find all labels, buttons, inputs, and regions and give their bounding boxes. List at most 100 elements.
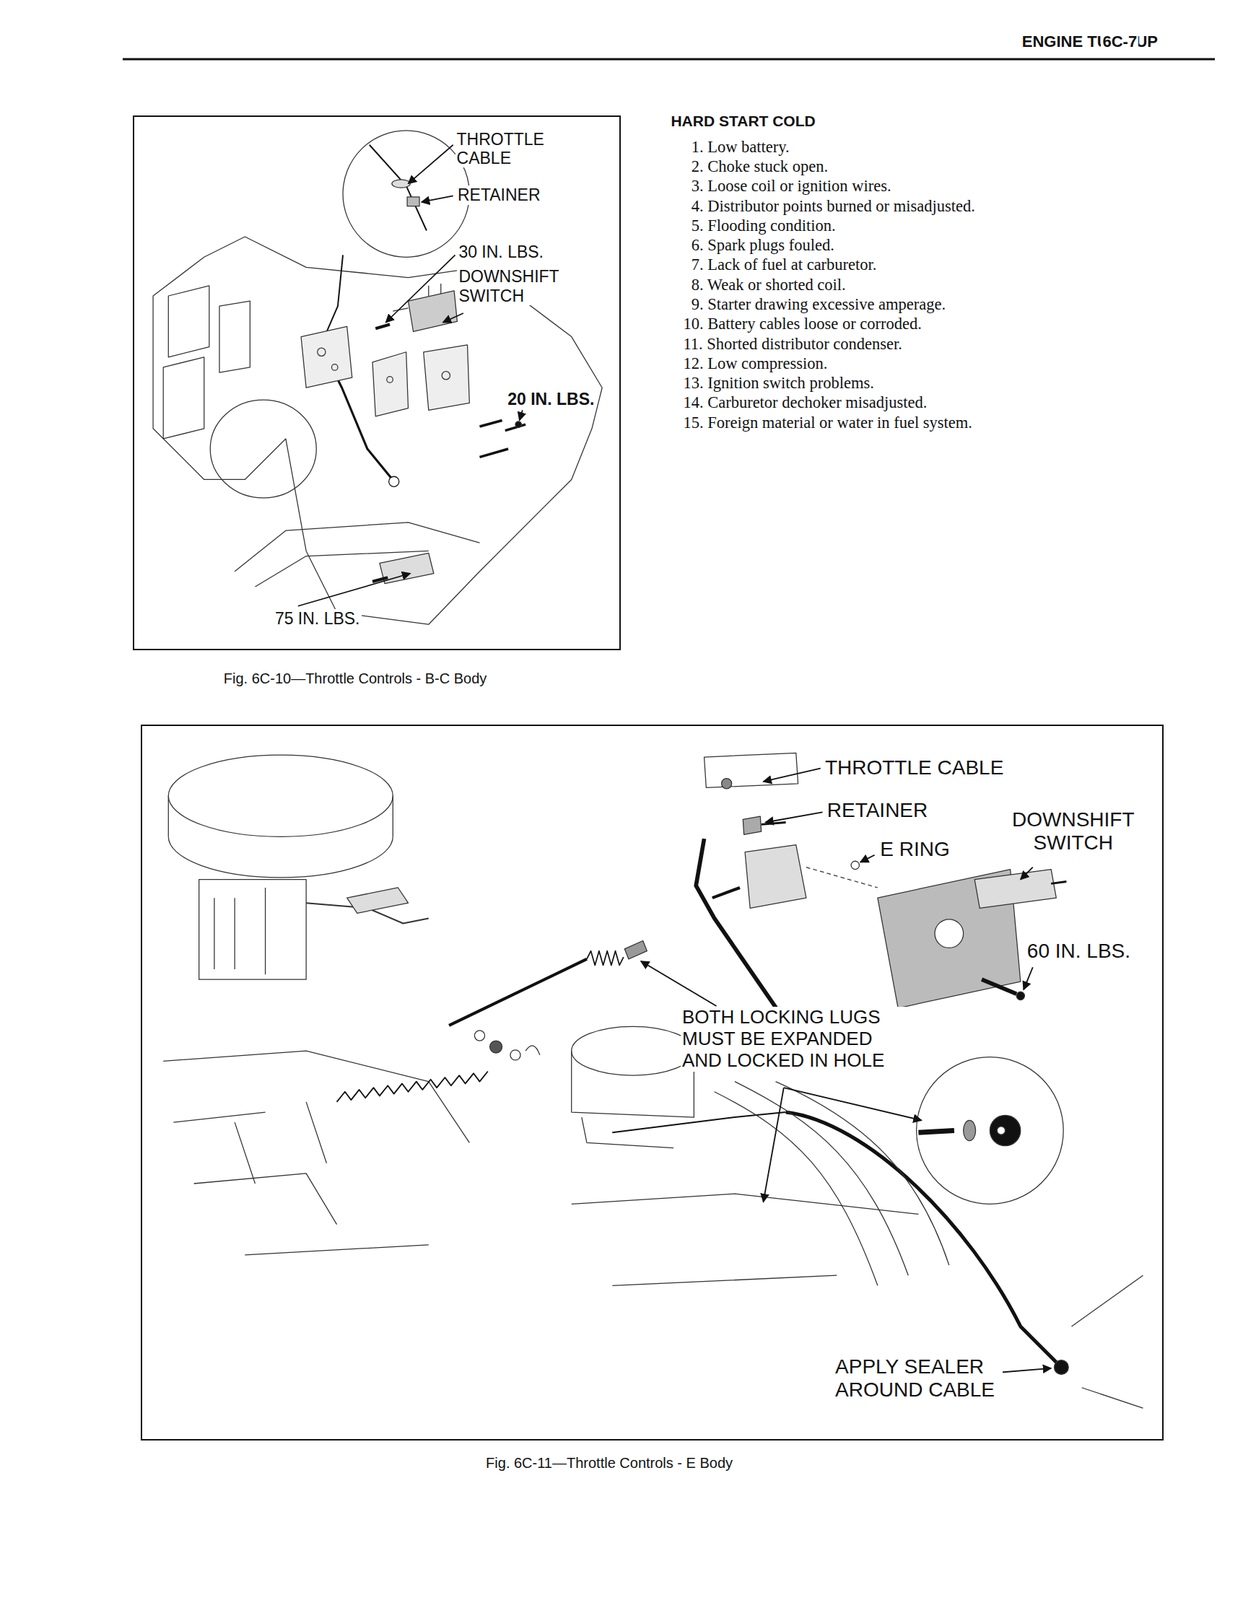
drawing-path bbox=[586, 951, 624, 966]
part-label: DOWNSHIFT SWITCH bbox=[1003, 808, 1144, 855]
drawing-line bbox=[1023, 967, 1033, 990]
drawing-path bbox=[786, 1112, 1060, 1366]
list-item: 11. Shorted distributor condenser. bbox=[681, 334, 904, 354]
drawing-circle bbox=[474, 1030, 485, 1041]
drawing-path bbox=[1050, 882, 1067, 885]
part-label: E RING bbox=[878, 838, 951, 862]
list-heading: HARD START COLD bbox=[669, 112, 817, 130]
drawing-line bbox=[298, 573, 411, 607]
drawing-path bbox=[704, 752, 799, 788]
drawing-path bbox=[337, 1071, 488, 1102]
drawing-path bbox=[168, 836, 393, 878]
drawing-path bbox=[301, 326, 353, 388]
drawing-circle bbox=[490, 1040, 503, 1054]
drawing-circle bbox=[317, 347, 326, 356]
drawing-line bbox=[860, 855, 875, 863]
drawing-circle bbox=[1016, 991, 1025, 1000]
part-label: DOWNSHIFT SWITCH bbox=[456, 267, 569, 306]
drawing-path bbox=[761, 822, 787, 826]
drawing-path bbox=[234, 522, 480, 572]
drawing-line bbox=[783, 1087, 922, 1121]
figure-caption: Fig. 6C-11—Throttle Controls - E Body bbox=[485, 1455, 733, 1472]
list-item: 13. Ignition switch problems. bbox=[681, 373, 875, 393]
figure-caption: Fig. 6C-10—Throttle Controls - B-C Body bbox=[223, 670, 488, 688]
drawing-line bbox=[640, 961, 717, 1007]
drawing-path bbox=[163, 1050, 470, 1256]
drawing-ellipse bbox=[963, 1120, 976, 1141]
part-label: RETAINER bbox=[456, 185, 543, 205]
note: BOTH LOCKING LUGS MUST BE EXPANDED AND L… bbox=[680, 1006, 908, 1072]
list-item: 3. Loose coil or ignition wires. bbox=[690, 176, 893, 196]
drawing-circle bbox=[989, 1115, 1020, 1146]
drawing-path bbox=[199, 879, 307, 981]
list-item: 2. Choke stuck open. bbox=[690, 157, 830, 177]
list-item: 6. Spark plugs fouled. bbox=[690, 236, 836, 255]
list-item: 9. Starter drawing excessive amperage. bbox=[690, 295, 948, 314]
drawing-path bbox=[392, 283, 441, 312]
list-item: 10. Battery cables loose or corroded. bbox=[681, 314, 924, 334]
drawing-g bbox=[640, 768, 1051, 1374]
drawing-rect bbox=[407, 197, 420, 207]
part-label: THROTTLE CABLE bbox=[823, 756, 1005, 780]
drawing-path bbox=[806, 867, 878, 888]
drawing-circle bbox=[515, 421, 522, 428]
drawing-path bbox=[448, 959, 587, 1026]
drawing-path bbox=[372, 352, 408, 417]
list-item: 4. Distributor points burned or misadjus… bbox=[690, 197, 977, 216]
drawing-line bbox=[385, 254, 455, 322]
drawing-line bbox=[421, 195, 454, 202]
note: APPLY SEALER AROUND CABLE bbox=[833, 1355, 1003, 1402]
drawing-path bbox=[479, 420, 526, 457]
drawing-circle bbox=[342, 130, 470, 257]
drawing-path bbox=[347, 887, 409, 914]
drawing-path bbox=[423, 345, 470, 411]
header-rule bbox=[122, 58, 1215, 61]
list-item: 14. Carburetor dechoker misadjusted. bbox=[681, 393, 929, 413]
drawing-path bbox=[744, 845, 807, 909]
part-label: THROTTLE CABLE bbox=[455, 129, 567, 169]
drawing-line bbox=[1020, 867, 1033, 880]
drawing-path bbox=[624, 941, 647, 960]
drawing-path bbox=[571, 1050, 695, 1148]
torque-spec: 30 IN. LBS. bbox=[456, 242, 545, 262]
drawing-line bbox=[519, 410, 523, 421]
drawing-path bbox=[742, 816, 761, 835]
torque-spec: 20 IN. LBS. bbox=[506, 389, 596, 409]
drawing-path bbox=[612, 1112, 786, 1133]
drawing-line bbox=[763, 1087, 784, 1202]
drawing-path bbox=[974, 869, 1057, 909]
list-item: 7. Lack of fuel at carburetor. bbox=[690, 255, 879, 275]
drawing-circle bbox=[331, 364, 338, 371]
throttle-drawing bbox=[153, 130, 1143, 1409]
drawing-ellipse bbox=[571, 1026, 695, 1076]
drawing-g bbox=[298, 145, 523, 607]
drawing-path bbox=[714, 1082, 950, 1287]
drawing-path bbox=[324, 254, 343, 337]
drawing-path bbox=[369, 145, 427, 231]
drawing-path bbox=[234, 1102, 327, 1184]
page-heading: ENGINE TUNE-UP bbox=[1020, 32, 1160, 51]
list-item: 5. Flooding condition. bbox=[690, 216, 838, 236]
drawing-line bbox=[763, 768, 821, 782]
drawing-circle bbox=[916, 1057, 1064, 1205]
drawing-path bbox=[525, 1045, 540, 1056]
part-label: RETAINER bbox=[825, 799, 930, 823]
drawing-path bbox=[153, 236, 603, 625]
drawing-circle bbox=[851, 861, 859, 870]
drawing-ellipse bbox=[210, 399, 317, 499]
list-item: 12. Low compression. bbox=[681, 354, 829, 374]
drawing-circle bbox=[721, 778, 732, 789]
drawing-path bbox=[375, 324, 390, 330]
drawing-line bbox=[443, 313, 464, 323]
drawing-path bbox=[408, 290, 458, 333]
drawing-ellipse bbox=[391, 179, 411, 188]
drawing-path bbox=[712, 887, 740, 898]
torque-spec: 60 IN. LBS. bbox=[1025, 939, 1132, 963]
drawing-line bbox=[765, 812, 823, 823]
drawing-circle bbox=[389, 476, 400, 487]
drawing-path bbox=[981, 979, 1017, 994]
drawing-path bbox=[163, 357, 205, 439]
drawing-path bbox=[918, 1130, 954, 1133]
